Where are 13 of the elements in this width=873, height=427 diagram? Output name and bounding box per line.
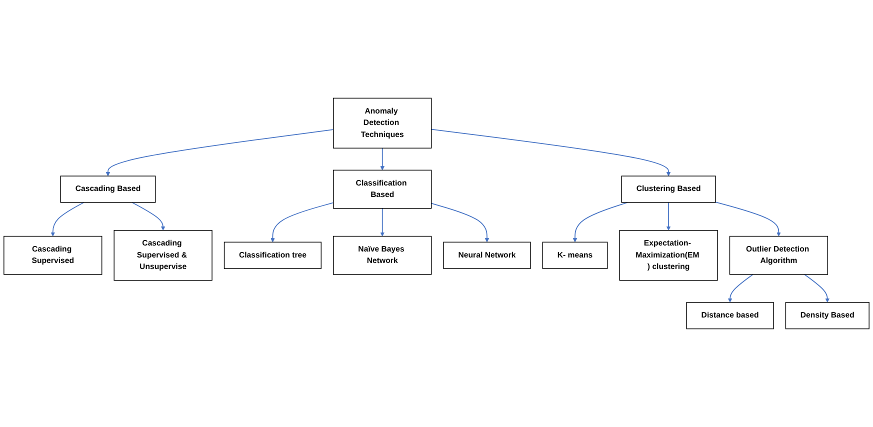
arrow: [50, 202, 84, 236]
arrow: [380, 208, 385, 236]
arrow: [380, 148, 385, 170]
arrow: [572, 202, 628, 242]
arrow: [270, 202, 334, 242]
arrow: [106, 129, 334, 176]
arrow: [728, 274, 754, 303]
arrow: [715, 202, 781, 236]
arrow: [666, 202, 671, 231]
arrow: [804, 274, 830, 303]
arrow: [430, 128, 671, 176]
arrow: [430, 202, 490, 242]
arrow: [132, 202, 166, 231]
